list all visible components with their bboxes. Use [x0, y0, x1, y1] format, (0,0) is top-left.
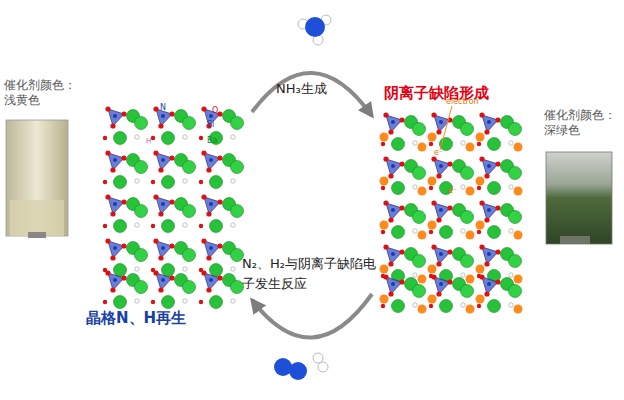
- atom-label: N: [160, 103, 166, 113]
- defect-crystal-lattice: [380, 112, 523, 313]
- stage-title: 晶格N、H再生: [86, 309, 186, 328]
- atom-label: e⁻: [448, 186, 457, 196]
- cycle-arrow: [252, 73, 372, 116]
- crystal-lattice: [103, 106, 244, 308]
- catalyst-photo: [546, 152, 612, 244]
- atom-label: H: [146, 137, 151, 146]
- arrow-label: N₂、H₂与阴离子缺陷电子发生反应: [242, 254, 376, 293]
- crystal-structure: 阴离子缺陷形成: [372, 84, 540, 316]
- leader-line: [440, 106, 452, 150]
- catalyst-photo: [6, 120, 68, 238]
- color-note: 催化剂颜色：深绿色: [544, 108, 620, 138]
- n2-h2-molecules: [274, 353, 328, 380]
- color-note: 催化剂颜色：浅黄色: [4, 78, 80, 108]
- atom-label: e⁻: [434, 148, 443, 158]
- atom-label: O: [212, 106, 218, 116]
- arrow-label: NH₃生成: [276, 79, 327, 99]
- crystal-structure: 晶格N、H再生: [80, 90, 252, 328]
- atom-label: electron: [446, 97, 479, 107]
- nh3-molecule: [298, 15, 331, 45]
- atom-label: Ba: [207, 136, 217, 146]
- cycle-arrow: [252, 294, 372, 338]
- atom-label: Si: [207, 120, 214, 130]
